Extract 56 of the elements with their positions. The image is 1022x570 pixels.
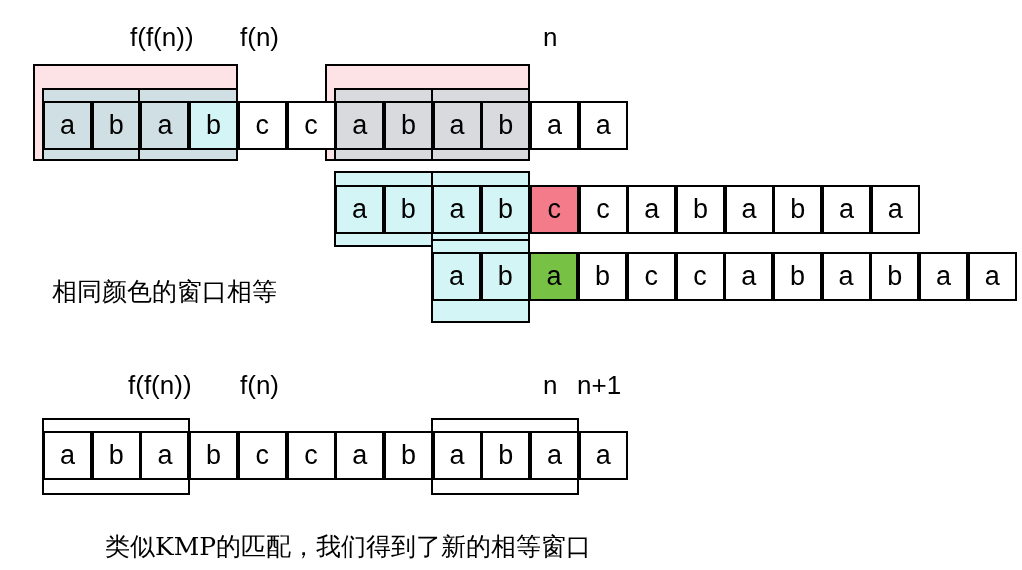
letter-cell: a: [335, 185, 384, 234]
letter-cell: a: [919, 252, 968, 301]
letter-cell: a: [335, 101, 385, 150]
letter-cell: a: [432, 101, 482, 150]
index-label: f(n): [240, 22, 279, 53]
letter-cell: b: [91, 101, 141, 150]
letter-cell: a: [967, 252, 1017, 301]
letter-cell: a: [530, 431, 579, 480]
letter-cell: a: [140, 101, 190, 150]
letter-cell: a: [821, 252, 871, 301]
index-label: f(f(n)): [128, 370, 192, 401]
letter-cell: b: [189, 101, 239, 150]
letter-cell: a: [724, 185, 774, 234]
letter-cell: a: [432, 431, 482, 480]
letter-cell: b: [383, 101, 433, 150]
letter-cell: c: [237, 431, 287, 480]
index-label: f(n): [240, 370, 279, 401]
letter-cell: c: [237, 101, 287, 150]
letter-cell: b: [773, 185, 823, 234]
letter-cell: c: [529, 185, 579, 234]
letter-cell: a: [140, 431, 190, 480]
letter-cell: b: [383, 431, 433, 480]
letter-cell: a: [578, 101, 628, 150]
caption-text: 相同颜色的窗口相等: [52, 276, 277, 308]
letter-cell: b: [870, 252, 920, 301]
letter-cell: a: [627, 185, 677, 234]
letter-cell: b: [91, 431, 141, 480]
letter-cell: b: [481, 431, 531, 480]
letter-cell: c: [578, 185, 628, 234]
letter-cell: a: [724, 252, 774, 301]
letter-cell: b: [578, 252, 628, 301]
letter-cell: a: [432, 185, 482, 234]
letter-cell: b: [481, 101, 531, 150]
letter-cell: a: [822, 185, 871, 234]
letter-cell: c: [286, 101, 336, 150]
letter-cell: a: [578, 431, 628, 480]
letter-cell: c: [626, 252, 676, 301]
letter-cell: b: [481, 185, 531, 234]
letter-cell: b: [675, 185, 725, 234]
caption-text: 类似KMP的匹配，我们得到了新的相等窗口: [105, 531, 592, 563]
letter-cell: b: [772, 252, 822, 301]
index-label: f(f(n)): [130, 22, 194, 53]
letter-cell: a: [43, 101, 92, 150]
index-label: n: [543, 370, 558, 401]
letter-cell: b: [383, 185, 433, 234]
letter-cell: a: [335, 431, 385, 480]
index-label: n+1: [577, 370, 622, 401]
letter-cell: a: [43, 431, 92, 480]
letter-cell: a: [870, 185, 920, 234]
letter-cell: c: [675, 252, 725, 301]
letter-cell: b: [189, 431, 239, 480]
letter-cell: a: [432, 252, 481, 301]
letter-cell: c: [286, 431, 336, 480]
letter-cell: a: [530, 101, 579, 150]
index-label: n: [543, 22, 558, 53]
letter-cell: a: [529, 252, 579, 301]
